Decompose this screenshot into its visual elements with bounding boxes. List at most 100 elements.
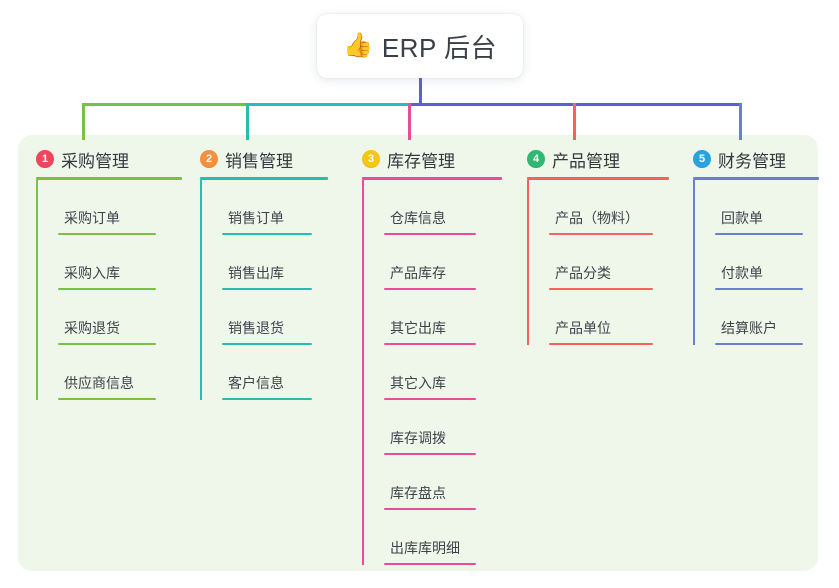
branch-column-1: 1 采购管理采购订单采购入库采购退货供应商信息 bbox=[36, 146, 182, 400]
branch-item-label: 产品库存 bbox=[390, 265, 446, 281]
branch-item-underline bbox=[384, 453, 476, 455]
branch-item-underline bbox=[384, 563, 476, 565]
branch-item[interactable]: 仓库信息 bbox=[362, 180, 502, 235]
branch-item-underline bbox=[384, 508, 476, 510]
branch-item-label: 销售订单 bbox=[228, 210, 284, 226]
branch-item[interactable]: 采购入库 bbox=[36, 235, 182, 290]
branch-item-list: 销售订单销售出库销售退货客户信息 bbox=[200, 180, 328, 400]
branch-item-underline bbox=[384, 233, 476, 235]
branch-item-connector bbox=[362, 400, 364, 455]
branch-item-connector bbox=[200, 180, 202, 235]
branch-drop-4 bbox=[573, 103, 576, 140]
branch-item[interactable]: 客户信息 bbox=[200, 345, 328, 400]
branch-item-connector bbox=[362, 510, 364, 565]
root-node-erp-backend[interactable]: 👍 ERP 后台 bbox=[317, 14, 523, 78]
branch-item-underline bbox=[222, 343, 312, 345]
branch-header-产品管理[interactable]: 4 产品管理 bbox=[527, 146, 669, 172]
branch-item-label: 出库库明细 bbox=[390, 540, 460, 556]
branch-item-label: 客户信息 bbox=[228, 375, 284, 391]
branch-item-underline bbox=[549, 288, 653, 290]
branch-item-label: 结算账户 bbox=[721, 320, 777, 336]
branch-item-connector bbox=[36, 180, 38, 235]
branch-item-underline bbox=[715, 288, 803, 290]
branch-item-list: 回款单付款单结算账户 bbox=[693, 180, 819, 345]
branch-item-label: 库存盘点 bbox=[390, 485, 446, 501]
branch-item-underline bbox=[222, 288, 312, 290]
root-node-title: ERP 后台 bbox=[381, 32, 498, 63]
branch-item-label: 付款单 bbox=[721, 265, 763, 281]
branch-item[interactable]: 产品单位 bbox=[527, 290, 669, 345]
branch-drop-2 bbox=[246, 103, 249, 140]
branch-item[interactable]: 产品分类 bbox=[527, 235, 669, 290]
branch-item-label: 其它入库 bbox=[390, 375, 446, 391]
branch-item-underline bbox=[58, 288, 156, 290]
branch-item-connector bbox=[693, 290, 695, 345]
branch-number-badge: 4 bbox=[527, 150, 545, 168]
branch-item-label: 采购订单 bbox=[64, 210, 120, 226]
branch-item-connector bbox=[527, 235, 529, 290]
branch-number-badge: 1 bbox=[36, 150, 54, 168]
branch-item-label: 其它出库 bbox=[390, 320, 446, 336]
branch-title: 库存管理 bbox=[387, 151, 455, 171]
branch-item-connector bbox=[362, 235, 364, 290]
branch-item-connector bbox=[362, 345, 364, 400]
branch-item-label: 仓库信息 bbox=[390, 210, 446, 226]
branch-item[interactable]: 销售出库 bbox=[200, 235, 328, 290]
branch-item[interactable]: 供应商信息 bbox=[36, 345, 182, 400]
branch-item-list: 仓库信息产品库存其它出库其它入库库存调拨库存盘点出库库明细 bbox=[362, 180, 502, 565]
branch-item-connector bbox=[36, 290, 38, 345]
branch-item[interactable]: 回款单 bbox=[693, 180, 819, 235]
branch-underline bbox=[693, 177, 819, 180]
branch-item[interactable]: 销售退货 bbox=[200, 290, 328, 345]
branch-title: 采购管理 bbox=[61, 151, 129, 171]
branch-item-underline bbox=[58, 343, 156, 345]
branch-item[interactable]: 采购订单 bbox=[36, 180, 182, 235]
branch-item-connector bbox=[693, 180, 695, 235]
branch-item-underline bbox=[384, 398, 476, 400]
branch-item[interactable]: 其它入库 bbox=[362, 345, 502, 400]
branch-column-4: 4 产品管理产品（物料） 产品分类产品单位 bbox=[527, 146, 669, 345]
branch-underline bbox=[527, 177, 669, 180]
branch-item-list: 产品（物料） 产品分类产品单位 bbox=[527, 180, 669, 345]
branch-item[interactable]: 销售订单 bbox=[200, 180, 328, 235]
branch-underline bbox=[36, 177, 182, 180]
branch-item[interactable]: 产品库存 bbox=[362, 235, 502, 290]
branch-item[interactable]: 结算账户 bbox=[693, 290, 819, 345]
branch-item-connector bbox=[362, 180, 364, 235]
branch-item-list: 采购订单采购入库采购退货供应商信息 bbox=[36, 180, 182, 400]
branch-item[interactable]: 库存盘点 bbox=[362, 455, 502, 510]
branch-item-label: 产品（物料） bbox=[555, 210, 639, 226]
bus-segment-2 bbox=[246, 103, 411, 106]
thumbs-up-icon: 👍 bbox=[342, 32, 373, 59]
branch-item-connector bbox=[527, 290, 529, 345]
branch-item[interactable]: 库存调拨 bbox=[362, 400, 502, 455]
branch-item[interactable]: 出库库明细 bbox=[362, 510, 502, 565]
bus-segment-3 bbox=[408, 103, 576, 106]
branch-item-label: 销售退货 bbox=[228, 320, 284, 336]
branch-item-connector bbox=[362, 290, 364, 345]
branch-item-label: 供应商信息 bbox=[64, 375, 134, 391]
bus-segment-4 bbox=[573, 103, 742, 106]
branch-item[interactable]: 其它出库 bbox=[362, 290, 502, 345]
branch-item-connector bbox=[36, 235, 38, 290]
root-stem bbox=[419, 78, 422, 106]
branch-item-underline bbox=[384, 343, 476, 345]
branch-item-underline bbox=[58, 233, 156, 235]
branch-item-label: 采购退货 bbox=[64, 320, 120, 336]
branch-item[interactable]: 付款单 bbox=[693, 235, 819, 290]
branch-item-label: 产品单位 bbox=[555, 320, 611, 336]
branch-item-connector bbox=[200, 290, 202, 345]
branch-title: 产品管理 bbox=[552, 151, 620, 171]
branch-item-underline bbox=[549, 343, 653, 345]
branch-underline bbox=[362, 177, 502, 180]
branch-drop-5 bbox=[739, 103, 742, 140]
branch-item[interactable]: 采购退货 bbox=[36, 290, 182, 345]
branch-item[interactable]: 产品（物料） bbox=[527, 180, 669, 235]
branch-header-采购管理[interactable]: 1 采购管理 bbox=[36, 146, 182, 172]
